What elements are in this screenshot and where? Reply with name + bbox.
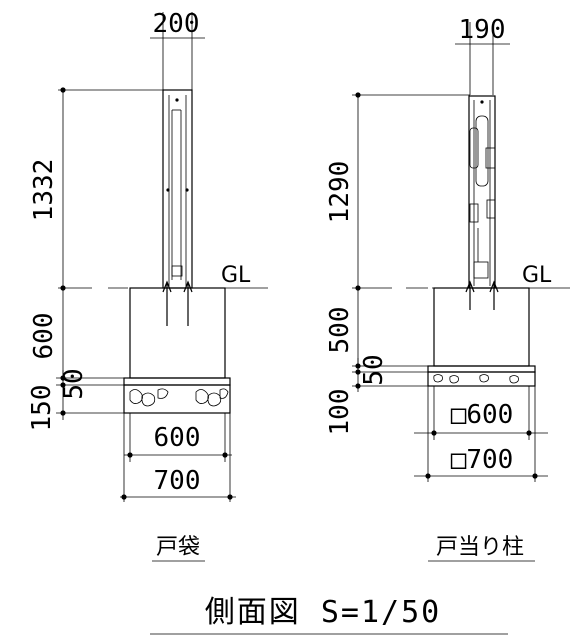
right-footing xyxy=(433,287,530,367)
left-gl-label: GL xyxy=(221,263,251,288)
left-post xyxy=(162,89,193,326)
left-base-dim: 150 xyxy=(27,385,57,432)
right-footing-width-dim: □600 xyxy=(451,400,514,430)
right-layer-dim: 50 xyxy=(359,354,389,385)
right-element: 190 1290 xyxy=(325,15,570,562)
left-footing xyxy=(129,287,226,379)
right-height-dim: 1290 xyxy=(325,161,355,224)
right-depth-dim: 500 xyxy=(325,307,355,354)
right-post xyxy=(465,95,499,310)
left-base-width-dim: 700 xyxy=(154,466,201,496)
drawing-title: 側面図 S=1/50 xyxy=(205,595,441,630)
left-height-dim: 1332 xyxy=(29,159,59,222)
left-depth-dim: 600 xyxy=(29,313,59,360)
right-base-width-dim: □700 xyxy=(451,445,514,475)
right-base xyxy=(427,365,536,387)
left-element: 200 1332 GL xyxy=(27,9,268,562)
left-footing-width-dim: 600 xyxy=(154,423,201,453)
left-base xyxy=(123,377,231,414)
right-width-dim: 190 xyxy=(459,15,506,45)
right-gl-label: GL xyxy=(522,263,552,288)
left-width-dim: 200 xyxy=(153,9,200,39)
left-layer-dim: 50 xyxy=(59,368,89,399)
left-element-name: 戸袋 xyxy=(156,535,200,560)
right-element-name: 戸当り柱 xyxy=(436,535,524,560)
right-base-dim: 100 xyxy=(325,389,355,436)
